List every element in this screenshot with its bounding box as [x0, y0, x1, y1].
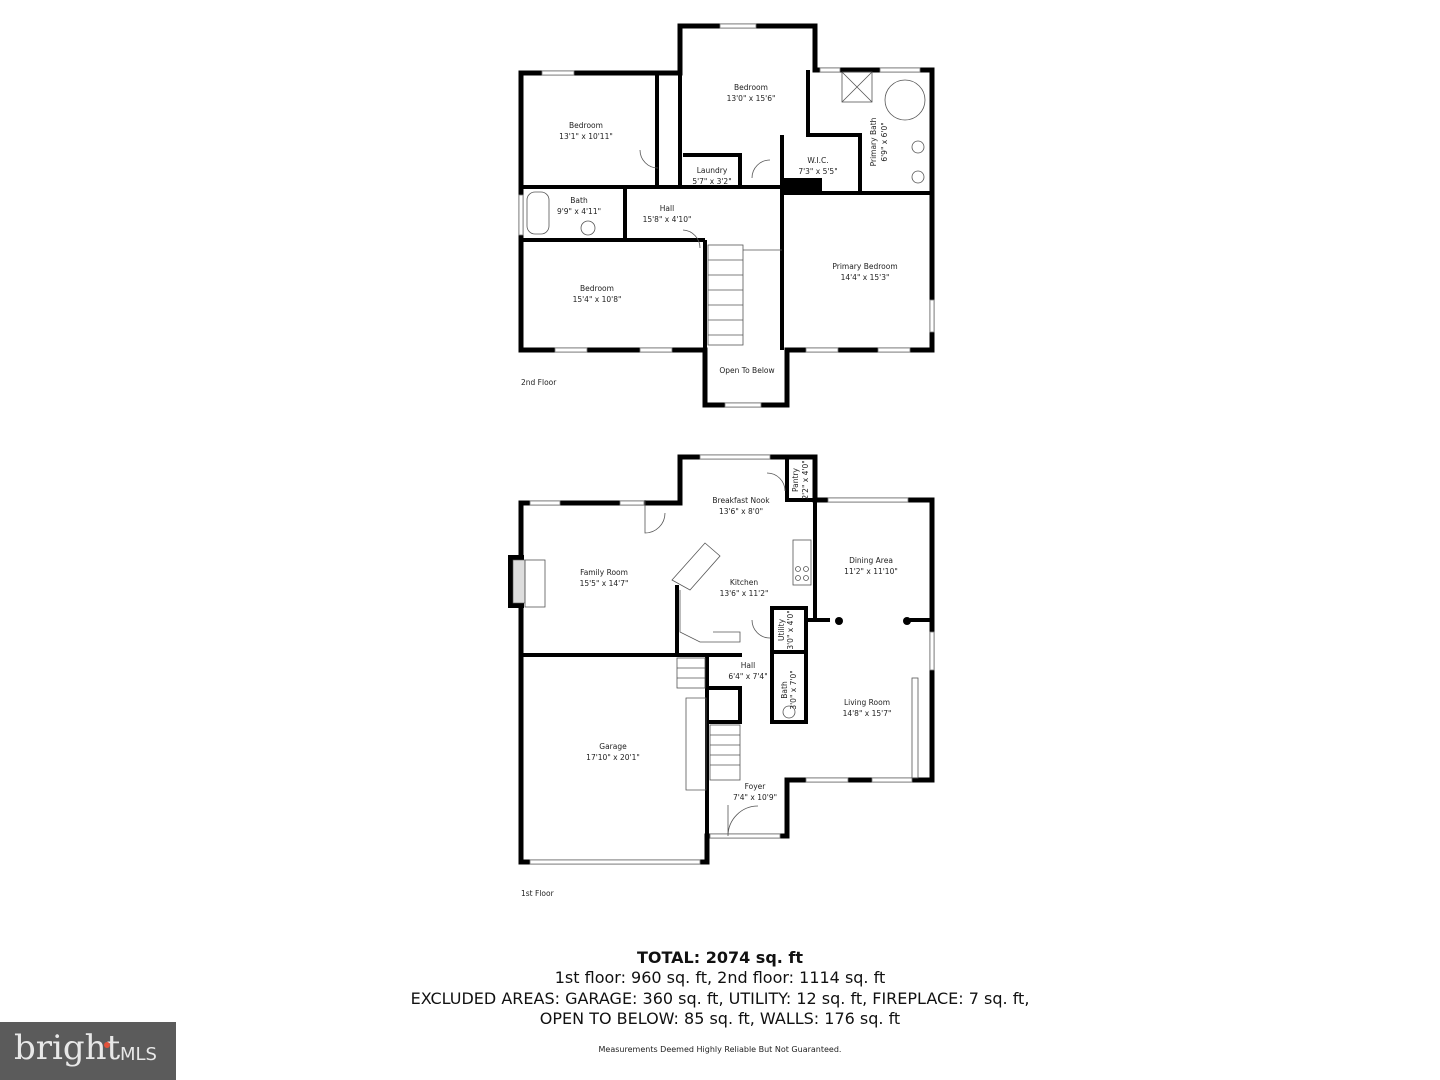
fixtures: [644, 472, 919, 837]
logo-brand: bright: [14, 1028, 121, 1068]
room-name: Family Room: [580, 568, 628, 577]
room-dims: 14'4" x 15'3": [841, 273, 890, 282]
column: [835, 617, 843, 625]
room-dims: 11'2" x 11'10": [844, 567, 898, 576]
second-floor-plan: Bedroom 13'1" x 10'11" Bedroom 13'0" x 1…: [518, 23, 935, 408]
fixtures: [526, 71, 926, 249]
room-dims: 2'2" x 4'0": [801, 460, 810, 499]
room-name: Primary Bath: [869, 117, 878, 166]
stairs: [707, 244, 782, 346]
room-dims: 5'7" x 3'2": [692, 177, 731, 186]
column: [903, 617, 911, 625]
interior-walls: [521, 70, 932, 350]
room-name: Bedroom: [569, 121, 603, 130]
room-name: Kitchen: [730, 578, 758, 587]
room-dims: 14'8" x 15'7": [843, 709, 892, 718]
room-name: Breakfast Nook: [712, 496, 770, 505]
room-dims: 15'5" x 14'7": [580, 579, 629, 588]
room-dims: 13'6" x 11'2": [720, 589, 769, 598]
room-dims: 3'0" x 4'0": [786, 610, 795, 649]
room-name: Garage: [599, 742, 627, 751]
room-name: Utility: [777, 618, 786, 641]
room-name: Living Room: [844, 698, 890, 707]
room-dims: 9'9" x 4'11": [557, 207, 601, 216]
room-name: Hall: [741, 661, 755, 670]
excluded-areas-cont: OPEN TO BELOW: 85 sq. ft, WALLS: 176 sq.…: [539, 1009, 901, 1028]
room-dims: 15'4" x 10'8": [573, 295, 622, 304]
room-name: Dining Area: [849, 556, 893, 565]
floor-label: 1st Floor: [521, 889, 555, 898]
floor-label: 2nd Floor: [521, 378, 557, 387]
room-dims: 13'0" x 15'6": [727, 94, 776, 103]
room-name: Laundry: [697, 166, 728, 175]
logo-suffix: MLS: [120, 1044, 157, 1065]
room-name: Open To Below: [719, 366, 774, 375]
disclaimer: Measurements Deemed Highly Reliable But …: [598, 1045, 842, 1054]
room-name: Bath: [780, 681, 789, 699]
outer-walls: [518, 454, 935, 865]
room-name: Hall: [660, 204, 674, 213]
room-dims: 7'3" x 5'5": [798, 167, 837, 176]
windows: [518, 23, 935, 408]
windows: [529, 454, 935, 865]
excluded-areas: EXCLUDED AREAS: GARAGE: 360 sq. ft, UTIL…: [410, 988, 1030, 1008]
room-dims: 15'8" x 4'10": [643, 215, 692, 224]
room-name: Bath: [570, 196, 588, 205]
floor-areas: 1st floor: 960 sq. ft, 2nd floor: 1114 s…: [554, 968, 886, 987]
chimney-block: [782, 178, 822, 193]
room-dims: 17'10" x 20'1": [586, 753, 640, 762]
room-name: Bedroom: [734, 83, 768, 92]
logo-accent-icon: [104, 1042, 110, 1048]
bright-mls-logo: bright MLS: [0, 1022, 176, 1080]
interior-walls: [521, 457, 932, 862]
stairs: [676, 657, 741, 791]
room-dims: 7'4" x 10'9": [733, 793, 777, 802]
area-summary: TOTAL: 2074 sq. ft 1st floor: 960 sq. ft…: [0, 947, 1440, 1030]
first-floor-plan: Breakfast Nook 13'6" x 8'0" Pantry 2'2" …: [508, 454, 935, 898]
room-dims: 13'6" x 8'0": [719, 507, 763, 516]
room-name: Pantry: [791, 467, 800, 492]
room-name: W.I.C.: [807, 156, 828, 165]
room-dims: 6'9" x 6'0": [880, 122, 889, 161]
room-dims: 13'1" x 10'11": [559, 132, 613, 141]
total-area: TOTAL: 2074 sq. ft: [636, 948, 804, 967]
room-dims: 3'0" x 7'0": [789, 670, 798, 709]
room-name: Foyer: [745, 782, 767, 791]
room-dims: 6'4" x 7'4": [728, 672, 767, 681]
room-name: Primary Bedroom: [832, 262, 897, 271]
room-name: Bedroom: [580, 284, 614, 293]
